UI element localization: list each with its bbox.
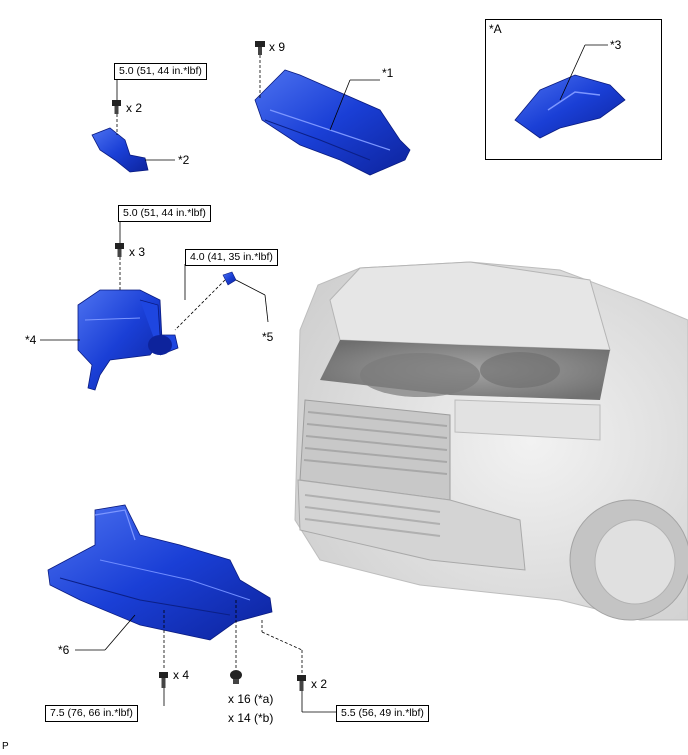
bolt-icon: [115, 243, 124, 257]
radiator-seal-part: [254, 69, 411, 176]
quantity-clips-b: x 14 (*b): [228, 711, 274, 725]
dashed-clip-line: [174, 279, 226, 331]
bolt-icon: [112, 100, 121, 114]
vehicle-illustration: [294, 261, 688, 621]
callout-5: *5: [262, 330, 274, 344]
torque-spec-air-cleaner: 5.0 (51, 44 in.*lbf): [118, 205, 211, 222]
callout-3: *3: [610, 38, 622, 52]
quantity-bolts-6a: x 4: [173, 668, 190, 682]
leader-line-6: [104, 614, 136, 651]
torque-spec-under-cover-right: 5.5 (56, 49 in.*lbf): [336, 705, 429, 722]
footer-code: P: [2, 741, 9, 752]
bolt-icon: [255, 41, 265, 55]
quantity-bolts-6c: x 2: [311, 677, 328, 691]
cover-part-detail: [514, 74, 626, 139]
callout-6: *6: [58, 643, 70, 657]
quantity-bolts-4: x 3: [129, 245, 146, 259]
bolt-icon: [159, 672, 168, 688]
engine-under-cover-part: [47, 504, 273, 641]
quantity-clips-a: x 16 (*a): [228, 692, 274, 706]
clip-part: [222, 271, 237, 286]
leader-line-3: [559, 44, 586, 101]
bracket-part: [91, 127, 149, 173]
leader-line-1: [329, 79, 351, 131]
callout-a: *A: [489, 22, 502, 36]
callout-2: *2: [178, 153, 190, 167]
detail-box-a: [485, 19, 662, 160]
quantity-bolts-2: x 2: [126, 101, 143, 115]
air-cleaner-part: [77, 289, 179, 391]
dashed-bolt-line-6d: [261, 631, 303, 651]
callout-1: *1: [382, 66, 394, 80]
torque-spec-under-cover-left: 7.5 (76, 66 in.*lbf): [45, 705, 138, 722]
clip-icon: [230, 670, 242, 684]
leader-line-5: [235, 279, 266, 296]
bolt-icon: [297, 675, 306, 691]
torque-spec-inlet: 4.0 (41, 35 in.*lbf): [185, 249, 278, 266]
torque-spec-bracket: 5.0 (51, 44 in.*lbf): [114, 63, 207, 80]
leader-line-5b: [264, 294, 269, 323]
quantity-bolts-1: x 9: [269, 40, 286, 54]
callout-4: *4: [25, 333, 37, 347]
